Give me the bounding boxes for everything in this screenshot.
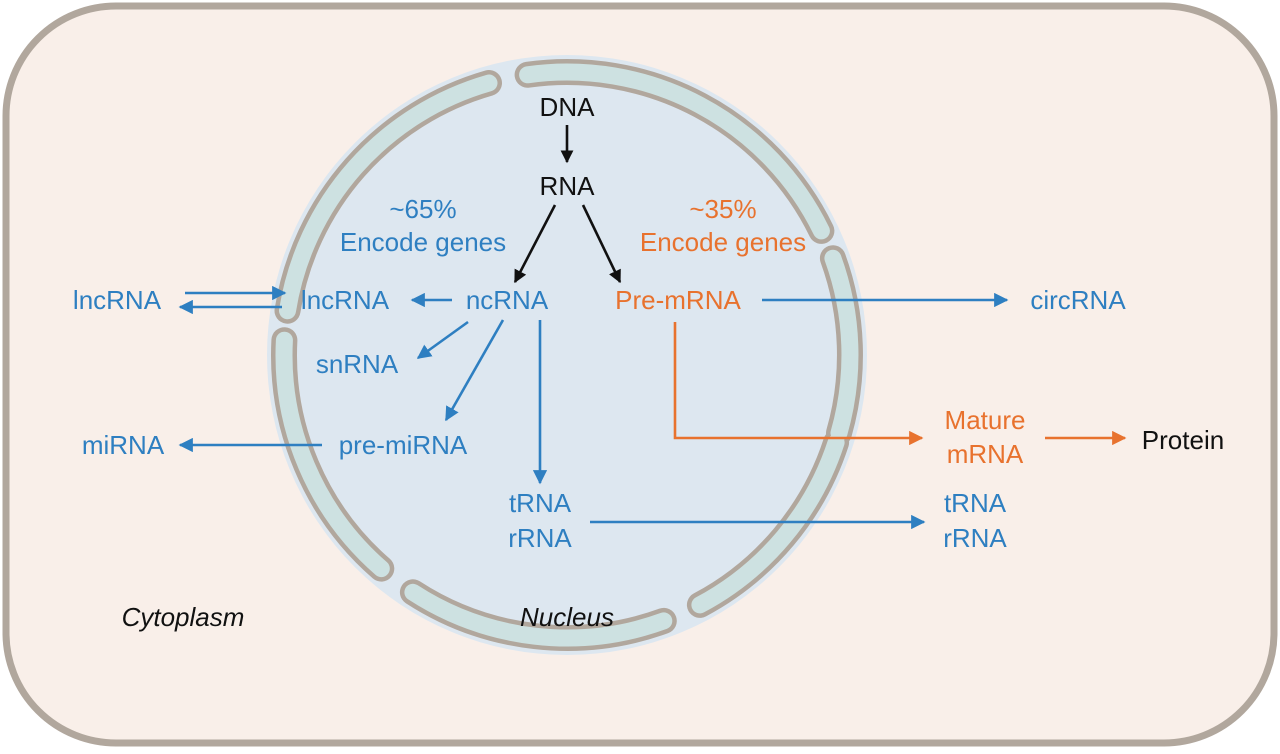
label-ncrna: ncRNA xyxy=(466,285,549,315)
arrow-ncrna-to-snrna xyxy=(416,320,469,360)
label-rrna-cytoplasm: rRNA xyxy=(943,523,1007,553)
label-65-percent: ~65% xyxy=(389,194,456,224)
envelope-segment-bottom xyxy=(404,583,673,647)
label-65-encode-genes: Encode genes xyxy=(340,227,506,257)
arrow-rna-to-premrna xyxy=(581,204,622,284)
label-35-percent: ~35% xyxy=(689,194,756,224)
label-trna-cytoplasm: tRNA xyxy=(944,488,1007,518)
label-rna: RNA xyxy=(540,171,596,201)
nucleus-interior xyxy=(267,55,867,655)
labels: DNA RNA ~65% Encode genes ~35% Encode ge… xyxy=(73,92,1224,632)
label-circrna: circRNA xyxy=(1030,285,1126,315)
nuclear-envelope xyxy=(271,59,863,651)
envelope-segment-right-lower xyxy=(691,434,845,614)
label-pre-mirna: pre-miRNA xyxy=(339,430,468,460)
label-pre-mrna: Pre-mRNA xyxy=(615,285,741,315)
label-mrna: mRNA xyxy=(947,439,1024,469)
envelope-segment-right-upper xyxy=(824,249,859,442)
label-trna-nucleus: tRNA xyxy=(509,488,572,518)
label-protein: Protein xyxy=(1142,425,1224,455)
label-35-encode-genes: Encode genes xyxy=(640,227,806,257)
arrows xyxy=(178,125,1127,530)
arrow-premrna-to-mature xyxy=(673,322,924,446)
label-nucleus: Nucleus xyxy=(520,602,614,632)
arrow-rna-to-ncrna xyxy=(513,204,557,284)
label-dna: DNA xyxy=(540,92,596,122)
envelope-segment-left-lower xyxy=(275,331,390,578)
label-lncrna-nucleus: lncRNA xyxy=(301,285,390,315)
arrow-ncrna-to-premirna xyxy=(444,319,505,422)
label-cytoplasm: Cytoplasm xyxy=(122,602,245,632)
envelope-segment-top xyxy=(519,63,830,240)
label-rrna-nucleus: rRNA xyxy=(508,523,572,553)
envelope-segment-left-upper xyxy=(279,74,498,320)
label-mirna: miRNA xyxy=(82,430,165,460)
label-snrna: snRNA xyxy=(316,349,399,379)
label-lncrna-cytoplasm: lncRNA xyxy=(73,285,162,315)
label-mature: Mature xyxy=(945,405,1026,435)
